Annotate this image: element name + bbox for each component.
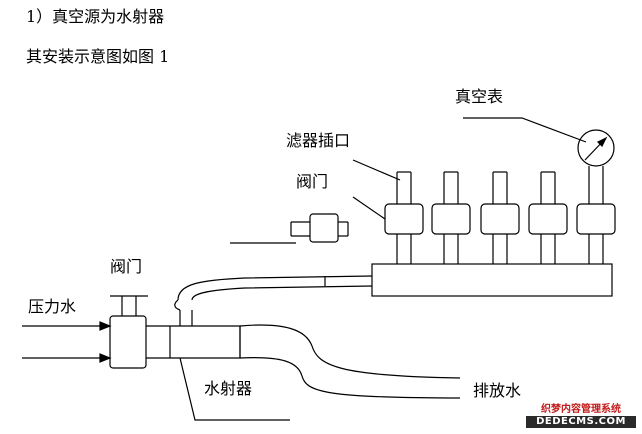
ejector-body (146, 325, 241, 359)
manifold (371, 263, 613, 297)
label-vacuum-gauge: 真空表 (455, 87, 504, 106)
vacuum-gauge (577, 129, 615, 167)
leader-vacuum-gauge (463, 117, 587, 143)
label-filter-inlet: 滤器插口 (286, 131, 351, 150)
filter-port-3 (480, 171, 520, 264)
drain-hose (239, 324, 461, 399)
vacuum-hose (174, 275, 373, 311)
filter-port-5 (576, 166, 616, 264)
leader-ejector (179, 357, 290, 421)
pressure-water-inlet (22, 321, 112, 363)
label-pressure-water: 压力水 (28, 297, 77, 316)
label-drain: 排放水 (473, 381, 522, 400)
filter-port-1 (384, 171, 424, 264)
valve-left (109, 295, 148, 369)
leader-filter-inlet (352, 159, 401, 181)
label-ejector: 水射器 (204, 379, 253, 398)
label-valve-left: 阀门 (110, 257, 143, 276)
leader-valve-upper (352, 196, 386, 220)
valve-symbol-loose (290, 213, 349, 243)
watermark-line-1: 织梦内容管理系统 (526, 404, 636, 416)
heading-subtitle: 其安装示意图如图 1 (26, 47, 170, 66)
filter-port-2 (431, 171, 471, 264)
heading-title: 1）真空源为水射器 (26, 7, 165, 26)
label-valve-upper: 阀门 (296, 172, 329, 191)
watermark-line-2: DEDECMS.COM (526, 416, 636, 428)
watermark-logo: 织梦内容管理系统 DEDECMS.COM (526, 404, 636, 428)
filter-port-4 (528, 171, 568, 264)
